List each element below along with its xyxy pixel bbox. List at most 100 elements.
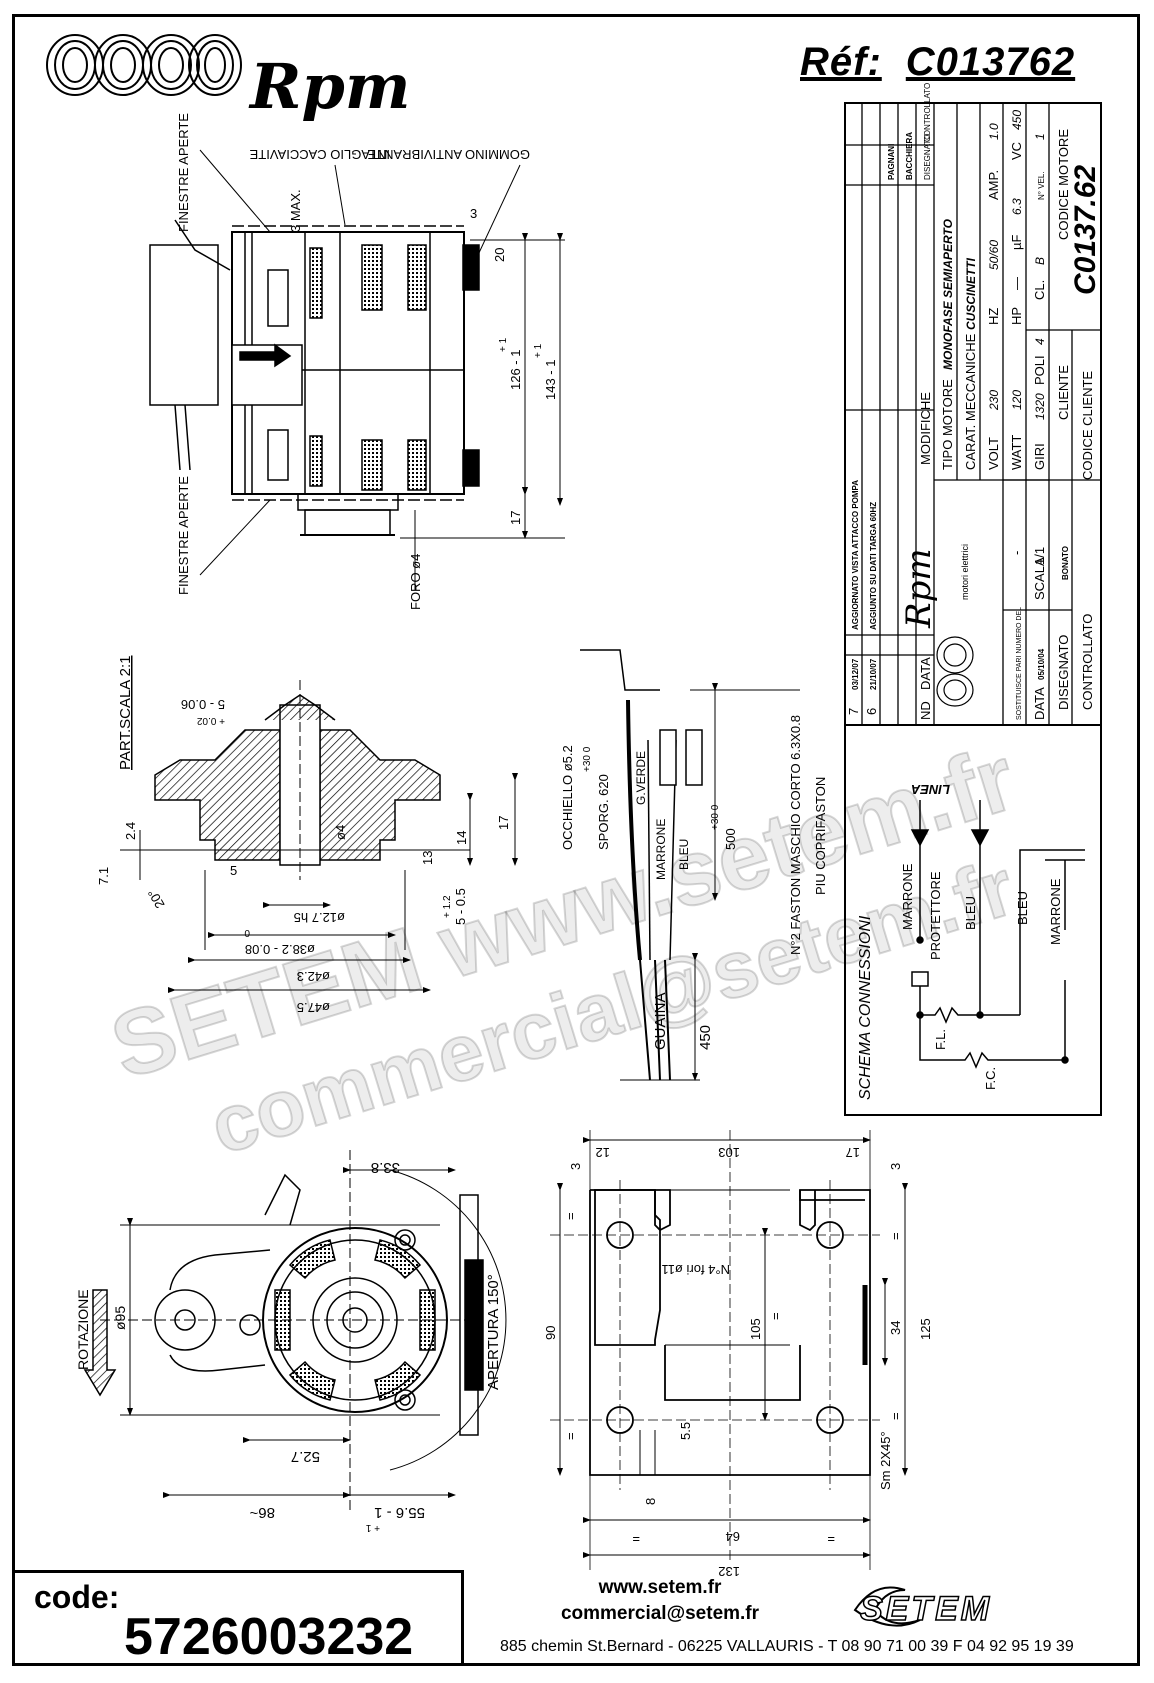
dim-7-1: 7.1 xyxy=(96,867,111,885)
hz-val: 50/60 xyxy=(987,240,1001,270)
dim-126-tol: + 1 xyxy=(498,337,509,352)
website-link[interactable]: www.setem.fr xyxy=(598,1577,722,1598)
poli-val: 4 xyxy=(1033,338,1047,345)
dim-126: 126 - 1 xyxy=(508,350,523,390)
rev-6-date: 21/10/07 xyxy=(869,658,878,690)
dim-34: 34 xyxy=(888,1321,903,1335)
dim-phi12: ø12.7 h5 xyxy=(294,910,345,925)
label-sm: Sm 2X45° xyxy=(878,1431,893,1490)
scala-label: SCALA xyxy=(1032,557,1047,600)
dim-20deg: 20° xyxy=(145,886,168,911)
name-bacchiera: BACCHIERA xyxy=(905,132,914,180)
hp-val: — xyxy=(1009,277,1024,290)
hz-label: HZ xyxy=(986,308,1001,325)
volt-val: 230 xyxy=(987,390,1001,411)
eq-5: = xyxy=(768,1312,783,1320)
dim-132: 132 xyxy=(718,1564,740,1579)
dim-143: 143 - 1 xyxy=(543,360,558,400)
email-link[interactable]: commercial@setem.fr xyxy=(560,1603,760,1624)
dim-86: 86~ xyxy=(249,1504,275,1521)
dim-55-6-tol: + 1 xyxy=(365,1522,380,1533)
eq-6: = xyxy=(632,1532,640,1547)
eq-3: = xyxy=(888,1232,903,1240)
dim-14: 14 xyxy=(454,831,469,845)
data-val: 05/10/04 xyxy=(1037,648,1046,680)
motor-front-view-labels: 33.8 ROTAZIONE ø95 APERTURA 150° 52.7 86… xyxy=(75,1159,502,1533)
label-copri: PIU COPRIFASTON xyxy=(813,777,828,895)
coil-logo-icon xyxy=(46,34,242,96)
label-fori: N°4 fori ø11 xyxy=(661,1262,730,1277)
dim-143-tol: + 1 xyxy=(533,343,544,358)
motor-front-view xyxy=(83,1150,507,1510)
base-plate-view xyxy=(550,1130,908,1570)
label-rotazione: ROTAZIONE xyxy=(75,1289,91,1370)
setem-logo: SETEM xyxy=(859,1589,993,1629)
hp-label: HP xyxy=(1009,307,1024,325)
reference-value: C013762 xyxy=(905,40,1076,84)
watt-label: WATT xyxy=(1009,435,1024,470)
amp-val: 1.0 xyxy=(987,123,1001,140)
rpm-logo: Rpm xyxy=(45,28,410,123)
dim-500: 500 xyxy=(723,828,738,850)
tipo-motore: MONOFASE SEMIAPERTO xyxy=(941,218,955,370)
dim-17: 17 xyxy=(508,511,523,525)
label-apertura: APERTURA 150° xyxy=(485,1274,502,1390)
motor-side-view xyxy=(149,149,565,590)
cable-drawing xyxy=(580,649,800,1081)
dim-12: 12 xyxy=(596,1145,610,1160)
name-pagnani: PAGNANI xyxy=(887,144,896,180)
col-modifiche: MODIFICHE xyxy=(918,392,933,465)
dim-phi47: ø47.5 xyxy=(297,1000,330,1015)
nvel-label: N° VEL. xyxy=(1037,171,1046,200)
dim-5-c: 5 - 0.5 xyxy=(453,888,468,925)
dim-13: 13 xyxy=(420,851,435,865)
dim-103: 103 xyxy=(718,1145,740,1160)
schema-bleu-1: BLEU xyxy=(963,896,978,930)
sostituisce-val: - xyxy=(1009,551,1024,555)
rev-6-desc: AGGIUNTO SU DATI TARGA 60HZ xyxy=(869,502,878,630)
dim-90: 90 xyxy=(543,1326,558,1340)
shaft-detail-labels: PART.SCALA 2:1 5 - 0.06 + 0.02 2.4 7.1 2… xyxy=(96,655,511,1015)
col-controllato: CONTROLLATO xyxy=(923,83,932,142)
label-bleu-cable: BLEU xyxy=(677,839,691,870)
shaft-detail-view xyxy=(120,680,518,993)
giri-label: GIRI xyxy=(1032,443,1047,470)
dim-phi38: ø38.2 - 0.08 xyxy=(245,942,315,957)
data-label: DATA xyxy=(1032,687,1047,720)
codice-motore: C0137.62 xyxy=(1069,165,1102,295)
amp-label: AMP. xyxy=(986,170,1001,200)
dim-3: 3 xyxy=(470,206,477,221)
vc-label: VC xyxy=(1009,142,1024,160)
rev-7-date: 03/12/07 xyxy=(851,658,860,690)
dim-17-base: 17 xyxy=(846,1145,860,1160)
label-sporg-tol: +30 0 xyxy=(582,746,593,772)
motor-side-view-labels: FINESTRE APERTE 3 MAX. INTAGLIO CACCIAVI… xyxy=(176,113,558,610)
code-value: 5726003232 xyxy=(124,1608,414,1666)
sostituisce: SOSTITUISCE PARI NUMERO DEL xyxy=(1016,607,1023,720)
label-marrone-cable: MARRONE xyxy=(654,819,668,880)
rpm-sub: motori elettrici xyxy=(960,544,970,600)
reference: Réf:C013762 xyxy=(800,40,1075,85)
label-3-max: 3 MAX. xyxy=(288,189,303,232)
dim-5-a: 5 - 0.06 xyxy=(181,697,225,712)
dim-105: 105 xyxy=(748,1318,763,1340)
label-finestre-bottom: FINESTRE APERTE xyxy=(176,476,191,595)
schema-linea: LINEA xyxy=(911,782,950,797)
dim-8: 8 xyxy=(643,1498,658,1505)
watt-val: 120 xyxy=(1010,390,1024,410)
wiring-schema xyxy=(910,800,1085,1069)
label-part-scala: PART.SCALA 2:1 xyxy=(117,655,134,770)
dim-5-5: 5.5 xyxy=(678,1422,693,1440)
contact-block: www.setem.fr commercial@setem.fr xyxy=(520,1575,800,1627)
schema-marrone-2: MARRONE xyxy=(1048,878,1063,945)
base-plate-labels: 103 12 17 3 3 N°4 fori ø11 90 105 34 125… xyxy=(543,1145,933,1579)
schema-marrone: MARRONE xyxy=(900,863,915,930)
dim-phi38-tol: 0 xyxy=(244,927,250,938)
dim-5-b: 5 xyxy=(230,863,237,878)
poli-label: POLI xyxy=(1032,355,1047,385)
volt-label: VOLT xyxy=(986,437,1001,470)
col-data: DATA xyxy=(918,657,933,690)
dim-3-a: 3 xyxy=(568,1163,583,1170)
cl-label: CL. xyxy=(1032,280,1047,300)
dim-450: 450 xyxy=(697,1025,714,1050)
